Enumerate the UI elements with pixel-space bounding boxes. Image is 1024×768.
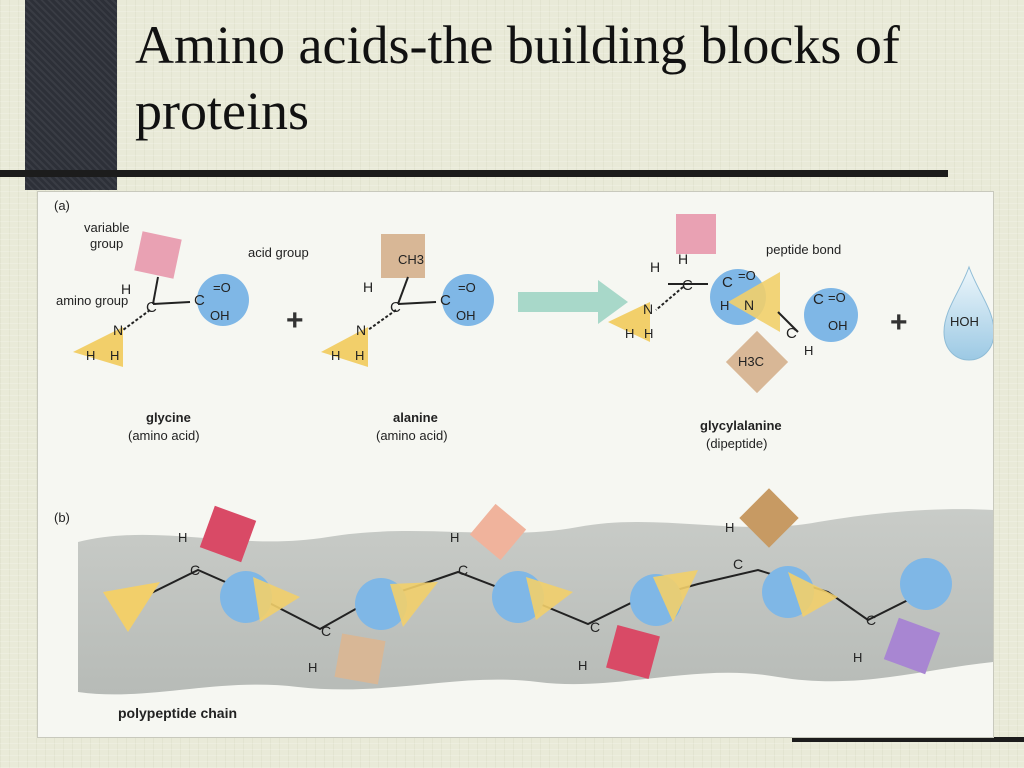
glycine-carboxyl-circle	[197, 274, 249, 326]
svg-text:C: C	[194, 292, 205, 309]
chain-r-group-red-1	[199, 505, 257, 563]
svg-text:H: H	[720, 298, 729, 313]
chain-r-group-purple	[883, 617, 941, 675]
chain-peptide-triangle-4	[653, 570, 698, 622]
svg-text:H: H	[363, 279, 373, 295]
footer-rule	[792, 737, 1024, 742]
svg-text:OH: OH	[210, 308, 230, 323]
svg-text:C: C	[146, 299, 157, 316]
svg-text:OH: OH	[828, 318, 848, 333]
panel-b-label: (b)	[54, 510, 70, 525]
svg-text:H: H	[86, 348, 95, 363]
reaction-arrow	[518, 280, 628, 324]
plus-sign-2: +	[890, 306, 908, 339]
chain-carboxyl-circle-6	[900, 558, 952, 610]
svg-text:CH3: CH3	[398, 252, 424, 267]
glycine-subtitle: (amino acid)	[128, 428, 200, 443]
glycine-amino-triangle	[73, 327, 123, 367]
alanine-amino-triangle	[321, 327, 368, 367]
alanine-carboxyl-circle	[442, 274, 494, 326]
chain-peptide-triangle-3	[526, 577, 573, 620]
alanine-subtitle: (amino acid)	[376, 428, 448, 443]
panel-a-label: (a)	[54, 198, 70, 213]
svg-text:C: C	[786, 325, 797, 342]
svg-text:H: H	[331, 348, 340, 363]
svg-text:N: N	[113, 322, 123, 338]
svg-text:OH: OH	[456, 308, 476, 323]
plus-sign: +	[286, 304, 304, 337]
glycine-name: glycine	[146, 410, 191, 425]
svg-text:HOH: HOH	[950, 314, 979, 329]
chain-peptide-triangle-1	[253, 577, 300, 622]
alanine-molecule: CH3 C H N H H C =O OH	[321, 234, 494, 367]
svg-text:C: C	[590, 619, 600, 635]
svg-text:H: H	[625, 326, 634, 341]
glycine-molecule: C H N H H C =O OH	[73, 231, 249, 367]
dipeptide-alanine-triangle	[728, 272, 780, 332]
svg-text:C: C	[190, 562, 200, 578]
slide-title: Amino acids-the building blocks of prote…	[135, 15, 900, 141]
svg-text:H: H	[110, 348, 119, 363]
chain-r-group-tan-1	[334, 633, 386, 685]
svg-text:=O: =O	[458, 280, 476, 295]
svg-text:C: C	[321, 623, 331, 639]
slide-accent-bar	[25, 0, 117, 190]
dipeptide-carboxyl-circle	[804, 288, 858, 342]
svg-text:H: H	[308, 660, 317, 675]
svg-text:N: N	[643, 301, 653, 317]
svg-text:H: H	[650, 259, 660, 275]
svg-text:N: N	[356, 322, 366, 338]
svg-text:H: H	[121, 281, 131, 297]
chain-amino-triangle	[103, 582, 160, 632]
polypeptide-chain-label: polypeptide chain	[118, 705, 237, 721]
svg-text:H3C: H3C	[738, 354, 764, 369]
chain-peptide-triangle-5	[788, 572, 838, 617]
alanine-r-group-square	[381, 234, 425, 278]
svg-text:C: C	[440, 292, 451, 309]
svg-text:=O: =O	[213, 280, 231, 295]
peptide-bond-label: peptide bond	[766, 242, 841, 257]
svg-text:H: H	[804, 343, 813, 358]
chain-r-group-peach	[469, 503, 527, 561]
svg-text:H: H	[355, 348, 364, 363]
dipeptide-alanine-r-square	[725, 330, 789, 394]
svg-text:H: H	[853, 650, 862, 665]
alanine-name: alanine	[393, 410, 438, 425]
svg-text:=O: =O	[738, 268, 756, 283]
chain-peptide-triangle-2	[390, 582, 438, 627]
svg-text:H: H	[678, 251, 688, 267]
svg-text:C: C	[682, 277, 693, 294]
water-drop-icon: HOH	[943, 265, 993, 361]
svg-text:C: C	[390, 299, 401, 316]
svg-text:H: H	[450, 530, 459, 545]
svg-text:H: H	[725, 520, 734, 535]
glycylalanine-molecule: H3C H H C N H H C =O H N C H C =O OH	[608, 214, 858, 394]
amino-group-label: amino group	[56, 293, 128, 308]
acid-group-label: acid group	[248, 245, 309, 260]
dipeptide-amino-triangle	[608, 302, 650, 342]
dipeptide-subtitle: (dipeptide)	[706, 436, 767, 451]
svg-text:C: C	[458, 562, 468, 578]
svg-text:H: H	[578, 658, 587, 673]
svg-text:C: C	[733, 556, 743, 572]
svg-text:C: C	[866, 612, 876, 628]
dipeptide-name: glycylalanine	[700, 418, 782, 433]
svg-text:H: H	[644, 326, 653, 341]
title-underline	[0, 170, 948, 177]
svg-text:H: H	[178, 530, 187, 545]
dipeptide-glycine-r-square	[676, 214, 716, 254]
svg-text:N: N	[744, 297, 754, 313]
chain-r-group-brown	[739, 488, 799, 548]
chain-r-group-red-2	[606, 625, 660, 679]
svg-text:C: C	[722, 274, 733, 291]
svg-text:=O: =O	[828, 290, 846, 305]
svg-text:C: C	[813, 291, 824, 308]
glycine-r-group-square	[134, 231, 182, 279]
